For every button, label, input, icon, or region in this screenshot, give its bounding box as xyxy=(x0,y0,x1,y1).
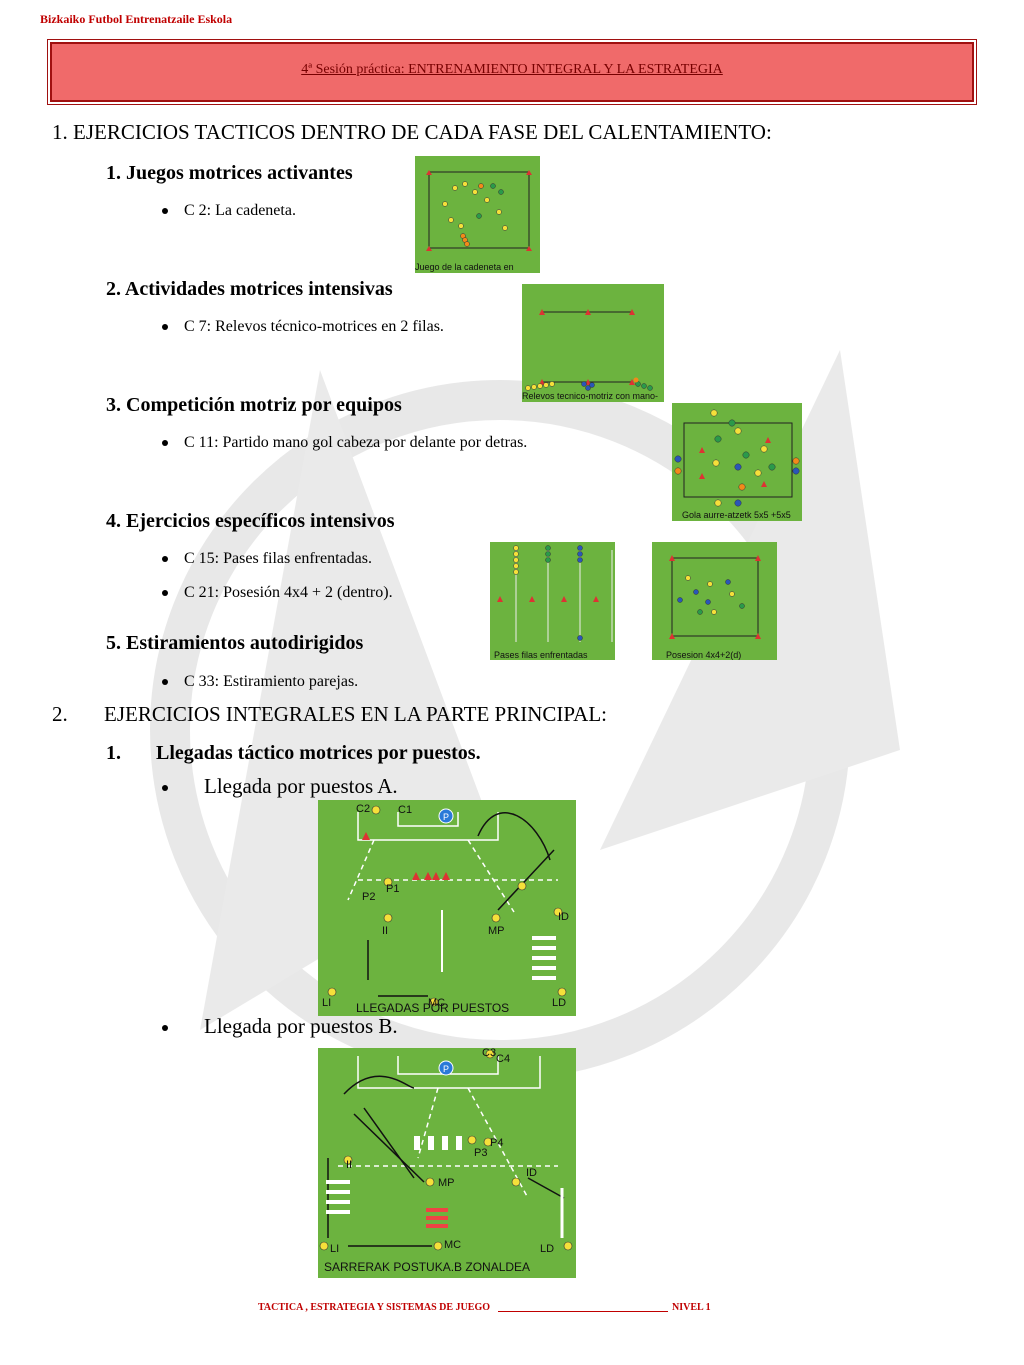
figure-llegadas-b: P C3 C4 P4 P3 II MP ID LI MC LD SARRERAK… xyxy=(318,1048,576,1278)
section2-sub-num: 1. xyxy=(106,742,121,764)
footer-level: NIVEL 1 xyxy=(672,1302,711,1313)
item2-bullet: C 7: Relevos técnico-motrices en 2 filas… xyxy=(162,318,444,336)
page-title: 4ª Sesión práctica: ENTRENAMIENTO INTEGR… xyxy=(301,62,723,77)
field-b-label-mp: MP xyxy=(438,1177,455,1189)
section2-bullet-b-text: Llegada por puestos B. xyxy=(204,1014,398,1038)
item3-heading: 3. Competición motriz por equipos xyxy=(106,394,402,416)
field-b-label-p3: P3 xyxy=(474,1147,487,1159)
field-a-label-ii: II xyxy=(382,925,388,937)
bullet-dot xyxy=(162,556,168,563)
footer-rule xyxy=(498,1311,668,1312)
item1-bullet-text: C 2: La cadeneta. xyxy=(184,202,296,219)
item5-bullet: C 33: Estiramiento parejas. xyxy=(162,673,358,691)
field-b-label-p4: P4 xyxy=(490,1137,503,1149)
figure-relevos-caption: Relevos tecnico-motriz con mano-pe xyxy=(522,391,659,402)
item1-heading: 1. Juegos motrices activantes xyxy=(106,162,353,184)
field-a-label-c2: C2 xyxy=(356,803,370,815)
field-a-label-p1: P1 xyxy=(386,883,399,895)
figure-posesion: Posesion 4x4+2(d) xyxy=(652,542,777,660)
item4-bullet-2-text: C 21: Posesión 4x4 + 2 (dentro). xyxy=(184,584,393,601)
section2-bullet-a-text: Llegada por puestos A. xyxy=(204,774,398,798)
field-b-label-mc: MC xyxy=(444,1239,461,1251)
item2-heading: 2. Actividades motrices intensivas xyxy=(106,278,393,300)
bullet-dot xyxy=(162,679,168,686)
section2-bullet-a: Llegada por puestos A. xyxy=(162,774,398,799)
field-b-label-c3: C3 xyxy=(482,1048,496,1059)
item3-bullet: C 11: Partido mano gol cabeza por delant… xyxy=(162,434,527,452)
section2-sub-heading: Llegadas táctico motrices por puestos. xyxy=(156,742,481,764)
field-a-label-keeper: P xyxy=(443,812,449,822)
bullet-dot xyxy=(162,785,168,792)
bullet-dot xyxy=(162,208,168,215)
field-a-label-p2: P2 xyxy=(362,891,375,903)
figure-relevos: Relevos tecnico-motriz con mano-pe xyxy=(522,284,664,402)
item5-bullet-text: C 33: Estiramiento parejas. xyxy=(184,673,359,690)
bullet-dot xyxy=(162,324,168,331)
field-a-label-ld: LD xyxy=(552,997,566,1009)
item4-heading: 4. Ejercicios específicos intensivos xyxy=(106,510,395,532)
footer-text: TACTICA , ESTRATEGIA Y SISTEMAS DE JUEGO xyxy=(258,1302,491,1313)
section2-bullet-b: Llegada por puestos B. xyxy=(162,1014,398,1039)
figure-gola-caption: Gola aurre-atzetk 5x5 +5x5 xyxy=(682,510,791,520)
field-b-label-li: LI xyxy=(330,1243,339,1255)
field-a-label-li: LI xyxy=(322,997,331,1009)
bullet-dot xyxy=(162,590,168,597)
item3-bullet-text: C 11: Partido mano gol cabeza por delant… xyxy=(184,434,528,451)
figure-posesion-caption: Posesion 4x4+2(d) xyxy=(666,650,742,660)
item4-bullet-1: C 15: Pases filas enfrentadas. xyxy=(162,550,372,568)
header-brand: Bizkaiko Futbol Entrenatzaile Eskola xyxy=(40,12,233,26)
item4-bullet-2: C 21: Posesión 4x4 + 2 (dentro). xyxy=(162,584,393,602)
item2-bullet-text: C 7: Relevos técnico-motrices en 2 filas… xyxy=(184,318,444,335)
figure-pases-caption: Pases filas enfrentadas xyxy=(494,650,588,660)
section1-heading: 1. EJERCICIOS TACTICOS DENTRO DE CADA FA… xyxy=(52,120,772,144)
field-b-label-ld: LD xyxy=(540,1243,554,1255)
figure-llegadas-a-caption: LLEGADAS POR PUESTOS xyxy=(356,1001,510,1015)
item1-bullet: C 2: La cadeneta. xyxy=(162,202,296,220)
figure-cadeneta: Juego de la cadeneta en grupos xyxy=(415,156,540,273)
field-a-label-mc: MC xyxy=(428,997,445,1009)
field-b-label-keeper: P xyxy=(443,1064,449,1074)
title-box: 4ª Sesión práctica: ENTRENAMIENTO INTEGR… xyxy=(50,42,974,102)
item4-bullet-1-text: C 15: Pases filas enfrentadas. xyxy=(184,550,372,567)
bullet-dot xyxy=(162,440,168,447)
field-a-label-c1: C1 xyxy=(398,804,412,816)
figure-cadeneta-caption: Juego de la cadeneta en grupos xyxy=(415,262,514,273)
field-b-label-c4: C4 xyxy=(496,1053,510,1065)
figure-llegadas-b-caption: SARRERAK POSTUKA.B ZONALDEA xyxy=(324,1260,531,1274)
item5-heading: 5. Estiramientos autodirigidos xyxy=(106,632,364,654)
field-a-label-id: ID xyxy=(558,911,569,923)
field-b-label-id: ID xyxy=(526,1167,537,1179)
figure-llegadas-a: P C2 C1 P1 P2 II MP ID LI MC LD LLEGADAS… xyxy=(318,800,576,1016)
field-b-label-ii: II xyxy=(346,1159,352,1171)
field-a-label-mp: MP xyxy=(488,925,505,937)
figure-pases: Pases filas enfrentadas xyxy=(490,542,615,660)
section2-heading: EJERCICIOS INTEGRALES EN LA PARTE PRINCI… xyxy=(104,702,607,726)
bullet-dot xyxy=(162,1025,168,1032)
figure-gola: Gola aurre-atzetk 5x5 +5x5 xyxy=(672,403,802,521)
section2-num: 2. xyxy=(52,702,68,726)
